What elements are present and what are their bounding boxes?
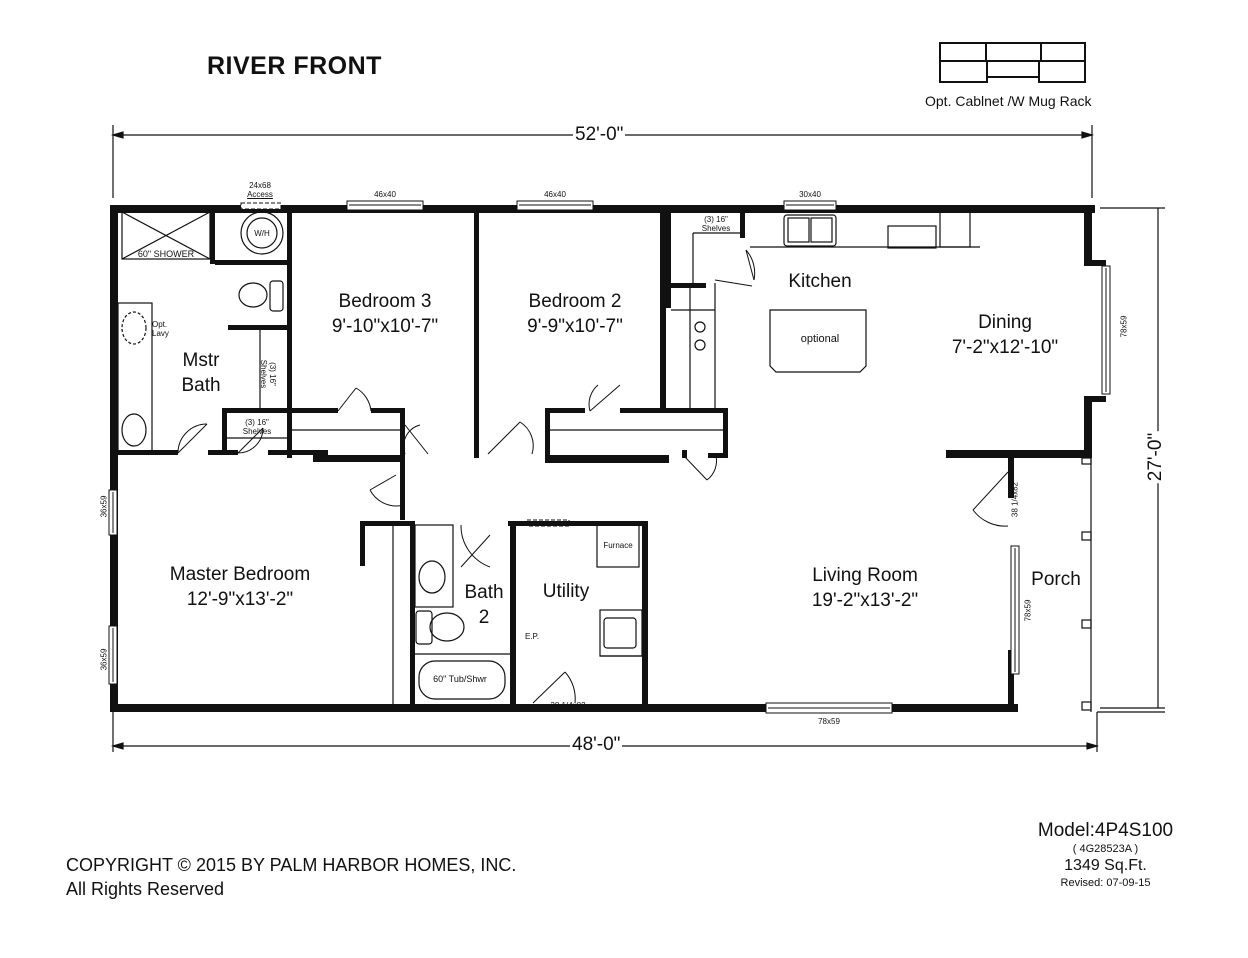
copyright-text: COPYRIGHT © 2015 BY PALM HARBOR HOMES, I… [66,855,517,875]
window-label-master-lower: 36x59 [99,648,109,671]
revision-date: Revised: 07-09-15 [1060,877,1151,889]
room-name: Kitchen [788,271,852,292]
room-mstr-bath: Mstr Bath [168,348,234,398]
square-footage: 1349 Sq.Ft. [1064,857,1147,874]
utility-door-label: 38 1/4x82 [550,701,586,710]
room-name: Master Bedroom [169,564,311,585]
tub-label: 60" Tub/Shwr [433,674,487,684]
water-heater-label: W/H [254,229,270,238]
porch-outline [1081,457,1092,712]
porch-door-label: 38 1/4x82 [1010,481,1020,518]
window-label-bedroom3: 46x40 [374,190,396,199]
room-name: Dining [978,312,1032,333]
fixtures [117,211,980,705]
model-info-block: Model:4P4S100 ( 4G28523A ) 1349 Sq.Ft. R… [1028,820,1183,890]
window-label-kitchen: 30x40 [799,190,821,199]
cabinet-inset-icon [939,42,1086,83]
shelves-vertical-label: (3) 16" Shelves [259,359,277,389]
room-name: Mstr [182,350,220,371]
island-optional-label: optional [800,333,840,345]
room-kitchen: Kitchen [770,269,870,294]
doors [177,249,1009,704]
room-porch: Porch [1024,567,1088,592]
window-label-living-bottom: 78x59 [818,717,840,726]
room-living-room: Living Room 19'-2"x13'-2" [785,563,945,613]
access-label: 24x68 Access [247,181,273,199]
opt-lavy-label: Opt. Lavy [152,320,169,338]
model-code: ( 4G28523A ) [1072,843,1139,855]
window-label-master-upper: 36x59 [99,495,109,518]
interior-walls [118,208,745,706]
room-size: 9'-9"x10'-7" [527,316,623,337]
window-label-dining: 78x59 [1119,315,1129,338]
closet-shelves-label: (3) 16" Shelves [242,418,272,436]
room-name: Utility [542,581,590,602]
room-dining: Dining 7'-2"x12'-10" [925,310,1085,360]
dimension-right-label: 27'-0" [1145,430,1168,484]
shower-label: 60" SHOWER [137,249,195,259]
pantry-shelves-label: (3) 16" Shelves [701,215,731,233]
room-size: 7'-2"x12'-10" [951,337,1059,358]
copyright-block: COPYRIGHT © 2015 BY PALM HARBOR HOMES, I… [66,853,516,901]
dimension-top-label: 52'-0" [573,124,626,146]
cabinet-option-label: Opt. Cablnet /W Mug Rack [925,93,1092,109]
windows [108,200,1111,714]
room-name: Porch [1031,569,1081,590]
room-name: Bedroom 3 [338,291,432,312]
room-bedroom-2: Bedroom 2 9'-9"x10'-7" [495,289,655,339]
rights-text: All Rights Reserved [66,879,225,899]
room-size: 19'-2"x13'-2" [811,590,919,611]
ep-label: E.P. [524,632,540,641]
room-bedroom-3: Bedroom 3 9'-10"x10'-7" [305,289,465,339]
exterior-walls [110,205,1106,712]
window-label-bedroom2: 46x40 [544,190,566,199]
room-master-bedroom: Master Bedroom 12'-9"x13'-2" [150,562,330,612]
room-name-line2: Bath [181,375,221,396]
room-name: Bedroom 2 [528,291,622,312]
plan-title: RIVER FRONT [207,52,382,80]
room-size: 9'-10"x10'-7" [331,316,439,337]
room-name: Bath [464,582,504,603]
dimension-bottom-label: 48'-0" [570,734,623,756]
room-utility: Utility [530,579,602,604]
room-size: 12'-9"x13'-2" [186,589,294,610]
furnace-label: Furnace [603,541,633,550]
room-name-line2: 2 [478,607,490,628]
model-number: Model:4P4S100 [1037,820,1174,841]
window-label-living-porch: 78x59 [1023,599,1033,622]
room-name: Living Room [812,565,918,586]
room-bath-2: Bath 2 [456,580,512,630]
